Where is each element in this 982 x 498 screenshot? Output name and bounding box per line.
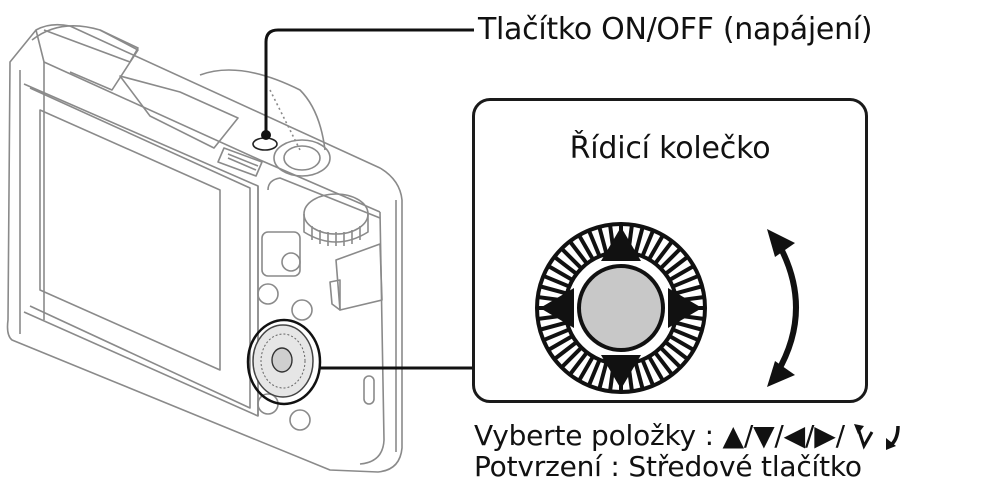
arrow-right-icon xyxy=(668,288,702,328)
control-wheel-on-camera xyxy=(246,318,322,406)
arrow-down-icon xyxy=(601,355,641,389)
direction-keys: ▲/▼/◀/▶/ xyxy=(722,419,845,452)
rotate-clockwise-icon xyxy=(886,425,900,450)
instructions: Vyberte položky : ▲/▼/◀/▶/ Potvrzení : S… xyxy=(474,420,902,482)
confirm-value: Středové tlačítko xyxy=(628,450,862,483)
power-leader-line xyxy=(264,28,474,135)
separator: : xyxy=(695,419,723,452)
separator: : xyxy=(601,450,629,483)
control-wheel-callout: Řídicí kolečko xyxy=(472,98,868,403)
confirm-label: Potvrzení xyxy=(474,450,602,483)
control-wheel-diagram xyxy=(535,222,799,394)
control-wheel-title: Řídicí kolečko xyxy=(569,131,771,166)
rotate-counterclockwise-icon xyxy=(853,424,873,450)
camera-illustration xyxy=(6,23,403,473)
select-items-line: Vyberte položky : ▲/▼/◀/▶/ xyxy=(474,420,902,451)
arrow-left-icon xyxy=(540,288,574,328)
select-items-label: Vyberte položky xyxy=(474,419,696,452)
center-button xyxy=(577,264,665,352)
rotate-double-arrow-icon xyxy=(767,229,799,387)
power-button-label: Tlačítko ON/OFF (napájení) xyxy=(478,12,873,47)
arrow-up-icon xyxy=(601,227,641,261)
confirm-line: Potvrzení : Středové tlačítko xyxy=(474,451,902,482)
